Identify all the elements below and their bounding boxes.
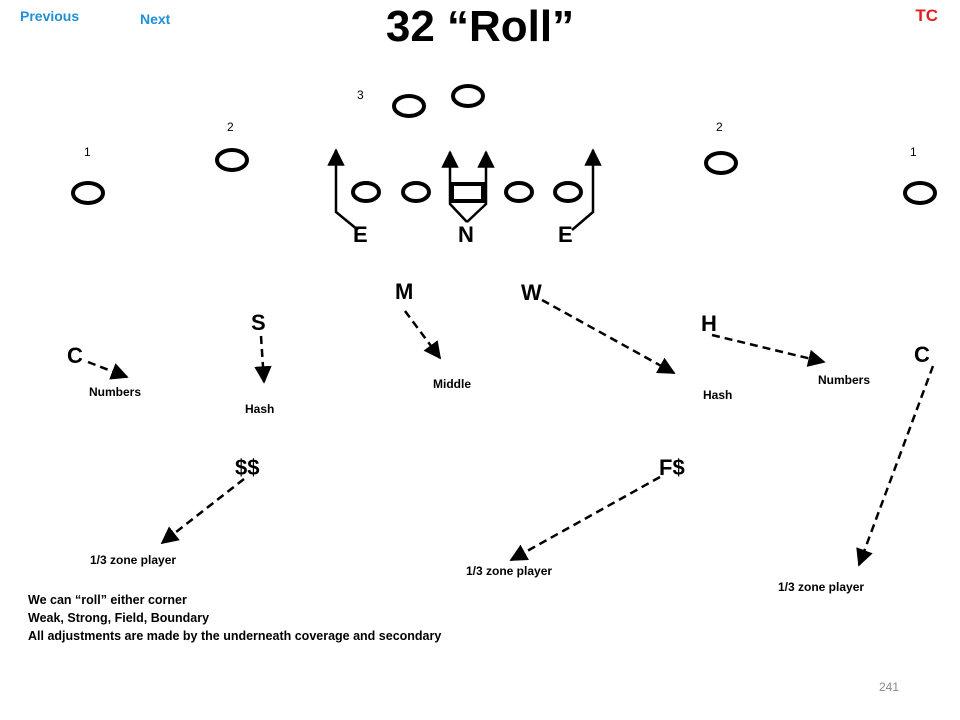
mike-assignment: Middle: [433, 377, 471, 391]
next-link[interactable]: Next: [140, 11, 171, 27]
nose-route-right: [466, 150, 495, 223]
note-line: All adjustments are made by the undernea…: [28, 629, 442, 643]
hawk-label: H: [701, 311, 717, 336]
corner-right-drop: [856, 365, 935, 567]
gap-number: 3: [357, 88, 364, 102]
gap-number: 2: [227, 120, 234, 134]
will-drop: [541, 298, 676, 375]
mike-label: M: [395, 279, 414, 304]
corner-left-drop: [87, 360, 129, 380]
gap-number: 1: [910, 145, 917, 159]
offense-player: [392, 94, 426, 118]
offense-player: [351, 181, 381, 203]
note-line: We can “roll” either corner: [28, 593, 187, 607]
offense-player: [704, 151, 738, 175]
page-title: 32 “Roll”: [385, 2, 575, 51]
note-line: Weak, Strong, Field, Boundary: [28, 611, 210, 625]
page-number: 241: [879, 680, 900, 694]
corner-right-label: C: [914, 342, 930, 367]
hawk-drop: [711, 333, 826, 367]
corner-left-assignment: Numbers: [89, 385, 142, 399]
offense-player: [504, 181, 534, 203]
will-label: W: [521, 280, 542, 305]
strong-safety-label: $$: [235, 455, 260, 480]
end-left-label: E: [353, 222, 368, 247]
hawk-assignment: Numbers: [818, 373, 871, 387]
strong-safety-assignment: 1/3 zone player: [90, 553, 177, 567]
offense-player: [401, 181, 431, 203]
mike-drop: [403, 310, 442, 360]
sam-drop: [254, 335, 272, 384]
sam-assignment: Hash: [245, 402, 275, 416]
offense-player: [903, 181, 937, 205]
gap-number: 2: [716, 120, 723, 134]
previous-link[interactable]: Previous: [20, 8, 80, 24]
free-safety-drop: [509, 475, 661, 562]
end-right-label: E: [558, 222, 573, 247]
offense-player: [451, 84, 485, 108]
nose-label: N: [458, 222, 474, 247]
sam-label: S: [251, 310, 266, 335]
offense-player: [71, 181, 105, 205]
end-right-route: [571, 148, 602, 231]
tc-link[interactable]: TC: [915, 6, 938, 25]
gap-number: 1: [84, 145, 91, 159]
corner-right-assignment: 1/3 zone player: [778, 580, 865, 594]
center-player: [450, 182, 485, 203]
strong-safety-drop: [160, 478, 245, 545]
corner-left-label: C: [67, 343, 83, 368]
free-safety-label: F$: [659, 455, 685, 480]
offense-player: [553, 181, 583, 203]
end-left-route: [327, 148, 359, 231]
free-safety-assignment: 1/3 zone player: [466, 564, 553, 578]
coaching-notes: We can “roll” either corner Weak, Strong…: [28, 591, 441, 645]
nose-route-left: [441, 150, 468, 223]
offense-player: [215, 148, 249, 172]
will-assignment: Hash: [703, 388, 733, 402]
